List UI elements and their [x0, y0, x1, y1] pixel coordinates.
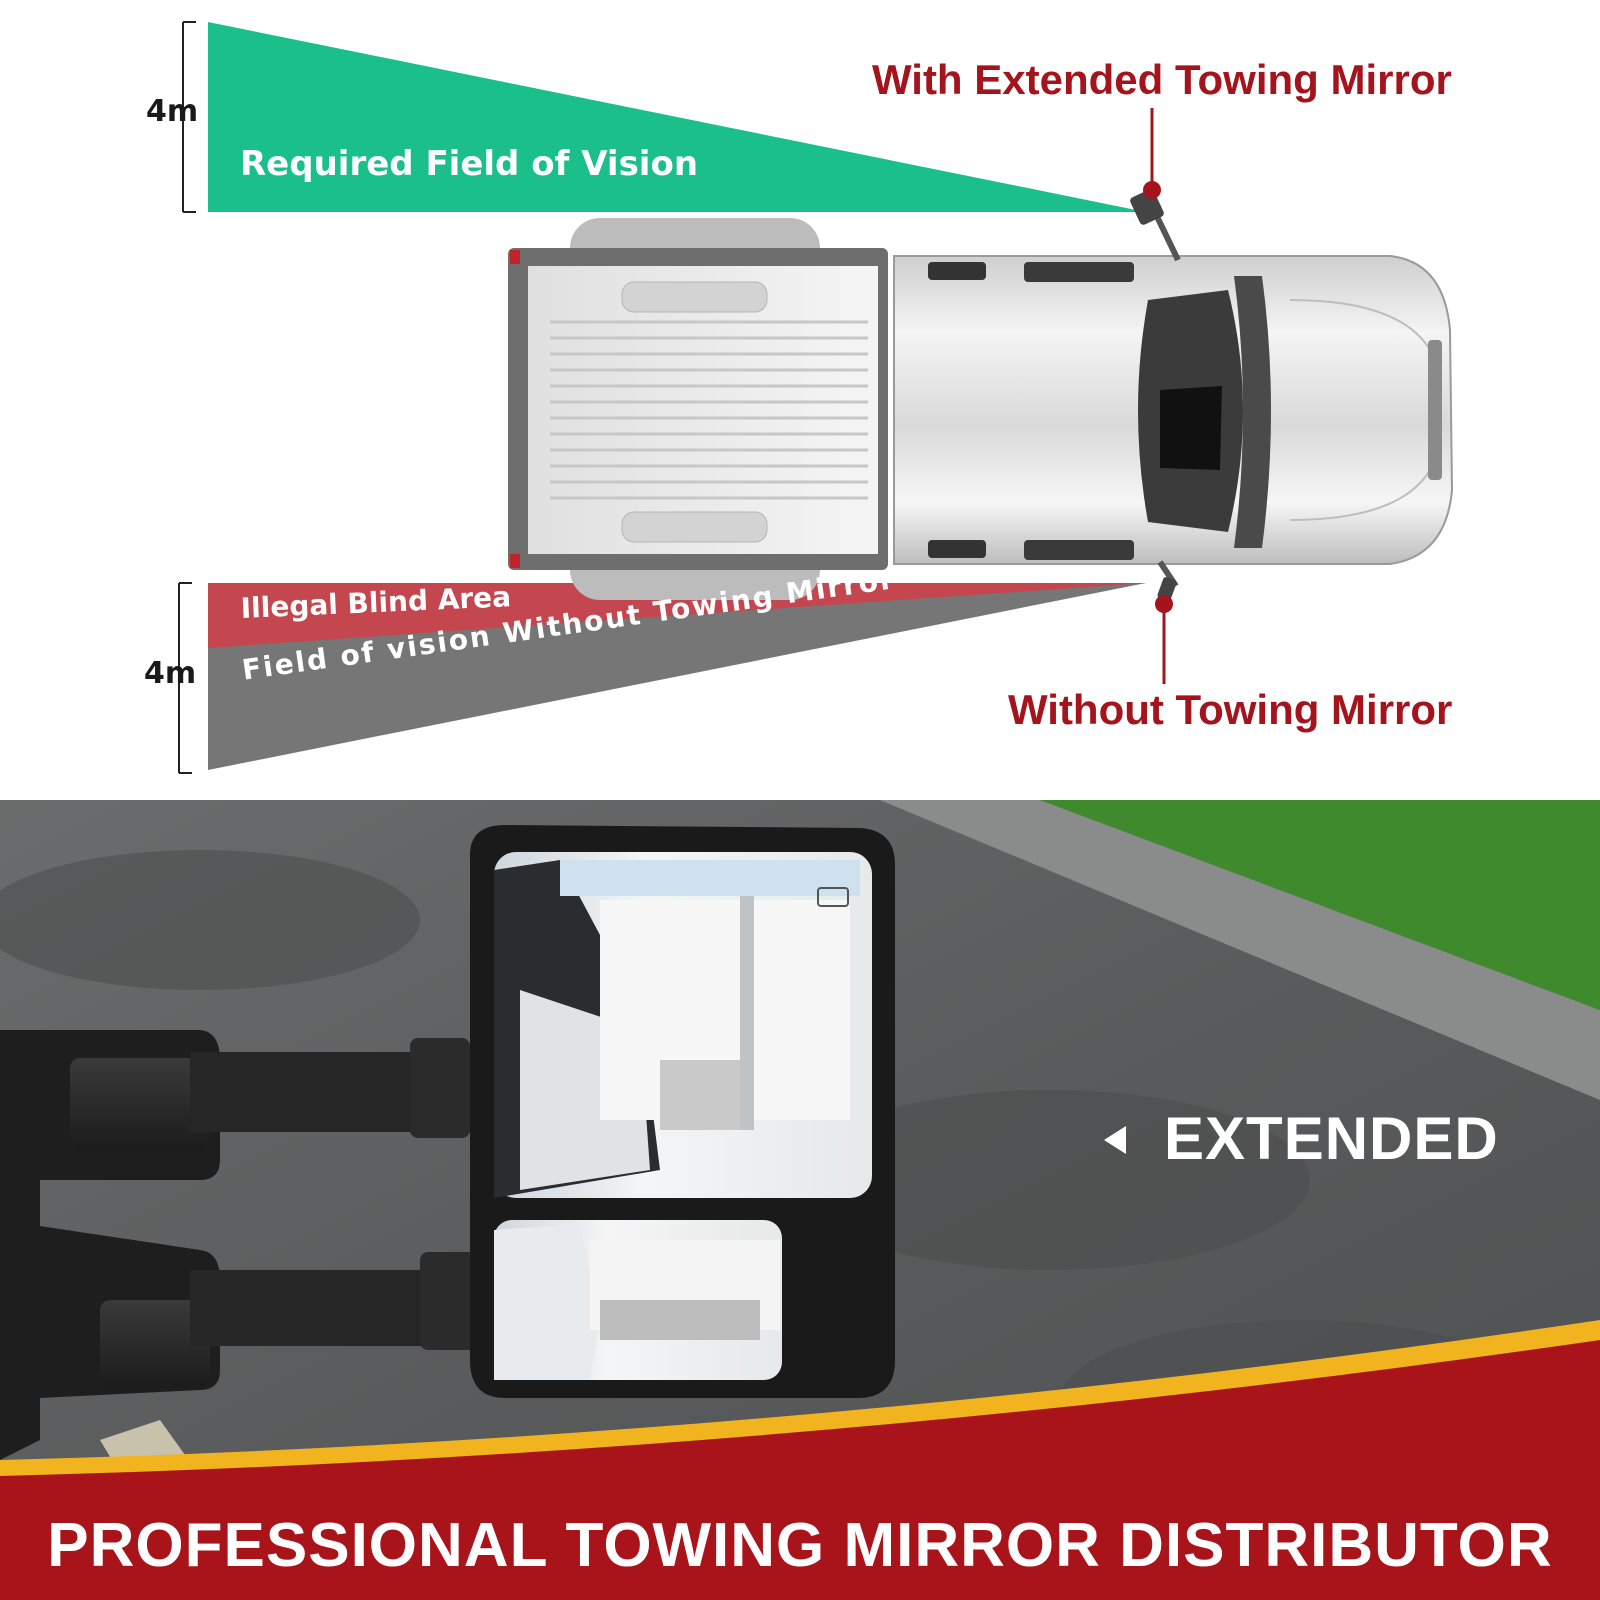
diagram-graphics [178, 21, 1454, 774]
extended-mirror-photo [0, 800, 1600, 1600]
mirror-arms [0, 1030, 490, 1460]
blind-area-zone [208, 583, 1146, 648]
truck-illustration [508, 189, 1454, 601]
callout-with-extended-mirror: With Extended Towing Mirror [872, 56, 1452, 103]
extended-label: EXTENDED [1164, 1105, 1499, 1172]
callout-pointer-with [1143, 108, 1161, 199]
field-of-vision-diagram: 4m 4m Required Field of Vision Illegal B… [144, 21, 1454, 774]
bottom-dimension-bracket [178, 582, 192, 774]
callout-pointer-without [1155, 595, 1173, 684]
top-dimension-bracket [182, 21, 196, 213]
banner-title: PROFESSIONAL TOWING MIRROR DISTRIBUTOR [47, 1511, 1553, 1580]
banner-background [0, 1320, 1600, 1600]
required-field-label: Required Field of Vision [240, 144, 699, 184]
extended-arrow-icon [1104, 1126, 1126, 1154]
required-field-zone [208, 22, 1146, 212]
photo-graphics [0, 800, 1600, 1600]
mirror-housing [470, 825, 895, 1398]
top-dimension-label: 4m [146, 94, 199, 129]
callout-without-towing-mirror: Without Towing Mirror [1008, 686, 1453, 733]
bottom-dimension-label: 4m [144, 656, 197, 691]
